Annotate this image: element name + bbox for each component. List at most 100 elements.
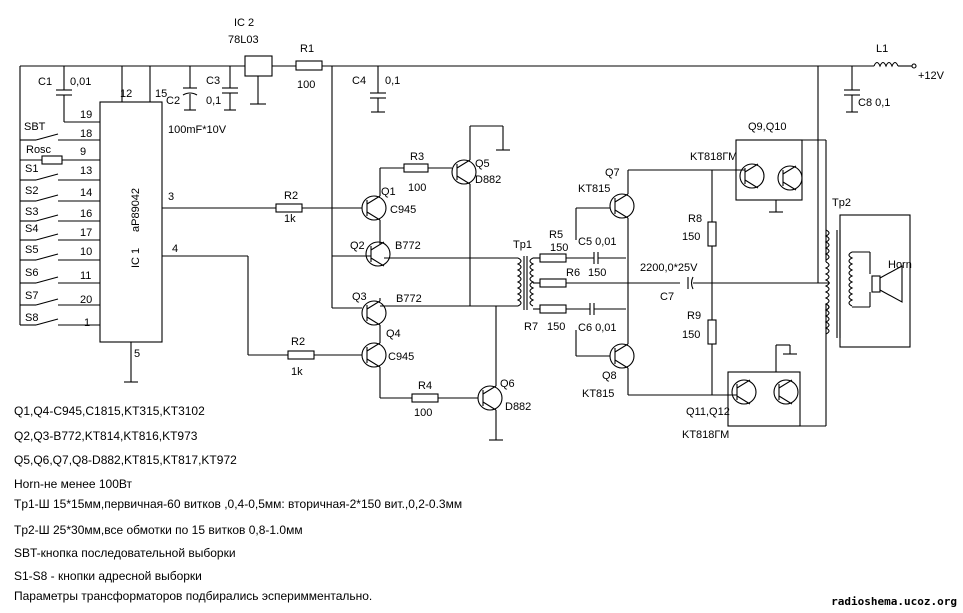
q1-part: C945 [390, 204, 416, 216]
q11q12-name: Q11,Q12 [686, 406, 730, 418]
q1-name: Q1 [381, 186, 396, 198]
r9-name: R9 [687, 310, 701, 322]
r8-name: R8 [688, 213, 702, 225]
resistor-r6: R6 150 [533, 267, 680, 288]
resistor-r8: R8 150 [682, 170, 717, 283]
switch-bank: SBT Rosc S1 S2 S3 S4 S5 S6 S7 S8 [20, 121, 100, 326]
c5-label: C5 0,01 [578, 236, 617, 248]
s5-label: S5 [25, 244, 38, 256]
capacitor-c3: C3 0,1 [206, 66, 238, 111]
ic2-part: 78L03 [228, 34, 259, 46]
ic1-pin-5: 5 [134, 348, 140, 360]
ic2-name: IC 2 [234, 17, 254, 29]
q4-part: C945 [388, 351, 414, 363]
ic1-pin-18: 18 [80, 128, 92, 140]
ic1-pin-15: 15 [155, 88, 167, 100]
c7-name: C7 [660, 291, 674, 303]
r6-name: R6 [566, 267, 580, 279]
resistor-r4: R4 100 [380, 380, 478, 419]
supply-label: +12V [918, 70, 945, 82]
note-sbt: SBT-кнопка последовательной выборки [14, 546, 236, 560]
r4-name: R4 [418, 380, 432, 392]
r5-value: 150 [550, 242, 568, 254]
watermark: radioshema.ucoz.org [831, 595, 957, 608]
r3-value: 100 [408, 182, 426, 194]
capacitor-c4: C4 0,1 [352, 66, 400, 113]
l1-label: L1 [876, 43, 888, 55]
resistor-r9: R9 150 [682, 283, 717, 395]
c4-value: 0,1 [385, 75, 400, 87]
r5-name: R5 [549, 229, 563, 241]
q11q12-part: KT818ГМ [682, 429, 729, 441]
c3-name: C3 [206, 75, 220, 87]
inductor-l1: L1 +12V [873, 43, 945, 82]
transistor-q8: Q8 KT815 [575, 283, 712, 400]
q9q10-part: KT818ГМ [690, 151, 737, 163]
r1-value: 100 [297, 79, 315, 91]
capacitor-c7: 2200,0*25V C7 [640, 262, 830, 303]
q8-part: KT815 [582, 388, 614, 400]
s6-label: S6 [25, 267, 38, 279]
resistor-r7: R7 150 [524, 304, 590, 333]
r2a-value: 1k [284, 213, 296, 225]
q5-part: D882 [475, 174, 501, 186]
q4-name: Q4 [386, 328, 401, 340]
transistor-q6: Q6 D882 [477, 306, 531, 441]
ic1-pin-9: 9 [80, 146, 86, 158]
rosc-label: Rosc [26, 144, 52, 156]
note-tp1: Tp1-Ш 15*15мм,первичная-60 витков ,0,4-0… [14, 497, 463, 511]
r1-name: R1 [300, 43, 314, 55]
r2b-value: 1k [291, 366, 303, 378]
r3-name: R3 [410, 151, 424, 163]
q9q10-name: Q9,Q10 [748, 121, 787, 133]
q2-name: Q2 [350, 240, 365, 252]
transistor-q2: Q2 B772 [332, 240, 500, 267]
transformer-tp1: Tp1 [500, 239, 535, 310]
transistor-q1: Q1 C945 [361, 168, 416, 244]
s1-label: S1 [25, 163, 38, 175]
capacitor-c6: C6 0,01 [578, 303, 626, 334]
transistor-q3: Q3 B772 [352, 291, 500, 343]
capacitor-c8: C8 0,1 [844, 66, 890, 113]
r2a-name: R2 [284, 190, 298, 202]
horn-speaker-icon: Horn [871, 259, 912, 303]
r4-value: 100 [414, 407, 432, 419]
ic1-pin-4: 4 [172, 243, 178, 255]
s7-label: S7 [25, 290, 38, 302]
ic1-pin-20: 20 [80, 294, 92, 306]
q7-part: KT815 [578, 183, 610, 195]
s3-label: S3 [25, 206, 38, 218]
resistor-r2-lower: R2 1k [162, 255, 362, 378]
c8-label: C8 0,1 [858, 97, 890, 109]
q7-name: Q7 [605, 167, 620, 179]
resistor-r3: R3 100 [380, 151, 452, 194]
note-q1-q4: Q1,Q4-C945,C1815,KT315,KT3102 [14, 404, 205, 418]
ic1-pin-17: 17 [80, 227, 92, 239]
note-horn: Horn-не менее 100Вт [14, 477, 132, 491]
r7-value: 150 [547, 321, 565, 333]
ic1-pin-12: 12 [120, 88, 132, 100]
transistor-q7: Q7 KT815 [575, 167, 712, 283]
c3-value: 0,1 [206, 95, 221, 107]
regulator-ic2: IC 2 78L03 [228, 17, 273, 105]
transistor-q5: Q5 D882 [451, 125, 510, 306]
tp2-label: Tp2 [832, 197, 851, 209]
power-rail [19, 63, 917, 325]
ic1-pin-16: 16 [80, 208, 92, 220]
transistor-q9-q10: Q9,Q10 KT818ГМ [690, 121, 827, 262]
q5-name: Q5 [475, 158, 490, 170]
s8-label: S8 [25, 312, 38, 324]
ic1-chip: 19 12 15 18 9 13 14 16 17 10 11 20 1 3 4… [80, 66, 178, 383]
q6-part: D882 [505, 401, 531, 413]
c1-value: 0,01 [70, 76, 91, 88]
s4-label: S4 [25, 223, 38, 235]
tp1-label: Tp1 [513, 239, 532, 251]
capacitor-c2: C2 100mF*10V [166, 66, 227, 136]
note-q2-q3: Q2,Q3-B772,KT814,KT816,KT973 [14, 429, 198, 443]
q3-part: B772 [396, 293, 422, 305]
transistor-q4: Q4 C945 [361, 328, 414, 398]
r9-value: 150 [682, 329, 700, 341]
r2b-name: R2 [291, 336, 305, 348]
note-s1-s8: S1-S8 - кнопки адресной выборки [14, 569, 202, 583]
